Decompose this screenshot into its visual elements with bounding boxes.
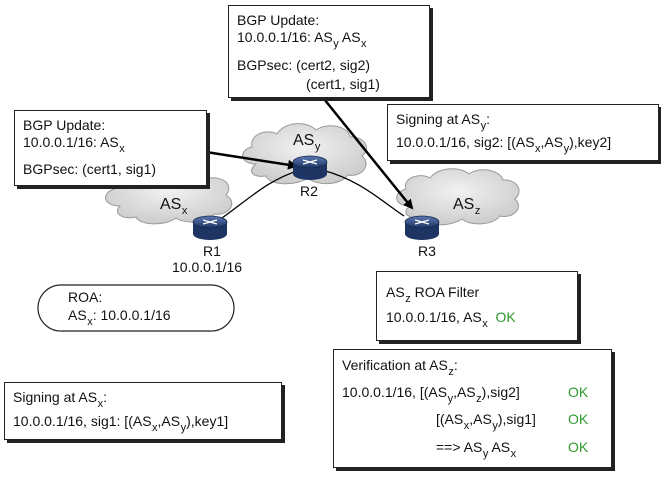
sig-text: ,AS [157,413,181,429]
as-x-sub: x [181,205,188,217]
verif-sub: y [447,393,454,405]
verif-text: ),sig2] [481,384,520,400]
route-text: 10.0.0.1/16: AS [237,29,333,45]
title-sub: y [480,120,487,132]
verification-row-3: ==> ASy ASx [436,439,517,460]
bgp-update-top-bgpsec1: BGPsec: (cert2, sig2) [237,57,371,73]
filter-sub: z [405,293,411,305]
roa-sub: x [87,316,93,328]
roa-filter-ok-badge: OK [495,309,516,325]
bgp-update-top-box: BGP Update: 10.0.0.1/16: ASy ASx BGPsec:… [228,5,430,98]
filter-text: AS [386,284,405,300]
filter-text: 10.0.0.1/16, AS [386,309,482,325]
verification-box: Verification at ASz: 10.0.0.1/16, [(ASy,… [333,349,612,468]
sig-text: ),key2] [569,134,612,150]
signing-asy-box: Signing at ASy: 10.0.0.1/16, sig2: [(ASx… [387,104,659,161]
sig-text: ,AS [540,134,564,150]
signing-asx-box: Signing at ASx: 10.0.0.1/16, sig1: [(ASx… [4,382,282,440]
router-r2-label: R2 [300,183,318,199]
as-z-name: AS [453,196,475,213]
verification-row-2: [(ASx,ASy),sig1] [436,411,536,432]
verif-text: AS [488,439,511,455]
router-r3-icon [404,215,440,240]
route-text: AS [338,29,361,45]
sig-sub: y [180,422,187,434]
verif-text: ==> AS [436,439,483,455]
verif-text: Verification at AS [342,357,448,373]
filter-sub: x [482,318,488,330]
as-x-label: ASx [160,196,188,217]
router-r1-label: R1 [203,243,221,259]
signing-asy-line: 10.0.0.1/16, sig2: [(ASx,ASy),key2] [396,134,612,155]
verif-sub: z [476,393,482,405]
verif-text: : [453,357,458,373]
router-r1-icon [192,215,228,240]
bgp-update-top-route: 10.0.0.1/16: ASy ASx [237,29,367,50]
bgp-update-left-bgpsec: BGPsec: (cert1, sig1) [23,161,157,177]
bgp-update-left-box: BGP Update: 10.0.0.1/16: ASx BGPsec: (ce… [14,110,207,186]
sig-sub: x [152,422,158,434]
verification-title: Verification at ASz: [342,357,458,378]
roa-filter-box: ASz ROA Filter 10.0.0.1/16, ASx OK [376,271,578,341]
roa-filter-title: ASz ROA Filter [386,284,480,305]
verification-row-2-ok: OK [568,411,589,427]
verification-row-1: 10.0.0.1/16, [(ASy,ASz),sig2] [342,384,520,405]
verif-sub: y [482,448,489,460]
signing-asx-line: 10.0.0.1/16, sig1: [(ASx,ASy),key1] [13,413,229,434]
roa-bubble-shape [37,284,235,332]
as-x-name: AS [160,196,182,213]
verif-sub: x [510,448,517,460]
verif-text: ,AS [469,411,492,427]
bgp-update-left-title: BGP Update: [23,117,106,133]
signing-asy-title: Signing at ASy: [396,111,490,132]
verification-row-3-ok: OK [568,439,589,455]
roa-filter-entry: 10.0.0.1/16, ASx OK [386,309,516,330]
verif-text: ),sig1] [497,411,536,427]
verif-text: ,AS [453,384,476,400]
roa-text: AS [68,307,87,323]
as-z-label: ASz [453,196,481,217]
arrow-top-update-to-r3 [319,93,414,210]
as-y-name: AS [293,132,315,149]
route-sub: x [361,38,367,50]
sig-sub: x [535,143,541,155]
link-r2-r3 [321,169,405,217]
cloud-as-y [242,123,367,185]
router-r1-prefix: 10.0.0.1/16 [172,259,243,275]
verif-sub: y [492,420,498,432]
verif-text: 10.0.0.1/16, [(AS [342,384,448,400]
router-r3-label: R3 [418,243,436,259]
as-z-sub: z [474,205,481,217]
bgp-update-top-bgpsec2: (cert1, sig1) [306,76,380,92]
signing-asx-title: Signing at ASx: [13,389,107,410]
as-y-label: ASy [293,132,321,153]
route-sub: x [119,143,125,155]
sig-text: 10.0.0.1/16, sig2: [(AS [396,134,535,150]
verif-sub: z [448,366,454,378]
link-r1-r2 [221,169,301,219]
bgp-update-left-route: 10.0.0.1/16: ASx [23,134,125,155]
route-text: 10.0.0.1/16: AS [23,134,119,150]
title-text: : [103,389,107,405]
arrow-left-update-to-r2 [205,150,298,170]
bgp-update-top-title: BGP Update: [237,12,320,28]
roa-title: ROA: [68,289,103,305]
sig-text: 10.0.0.1/16, sig1: [(AS [13,413,152,429]
title-text: : [486,111,490,127]
filter-text: ROA Filter [410,284,480,300]
router-r2-icon [292,155,328,180]
sig-sub: y [563,143,570,155]
sig-text: ),key1] [186,413,229,429]
title-text: Signing at AS [396,111,481,127]
verification-row-1-ok: OK [568,384,589,400]
as-y-sub: y [314,141,321,153]
title-sub: x [97,398,104,410]
verif-sub: x [463,420,470,432]
roa-text: : 10.0.0.1/16 [92,307,171,323]
verif-text: [(AS [436,411,464,427]
title-text: Signing at AS [13,389,98,405]
roa-entry: ASx: 10.0.0.1/16 [68,307,171,328]
route-sub: y [333,38,339,50]
